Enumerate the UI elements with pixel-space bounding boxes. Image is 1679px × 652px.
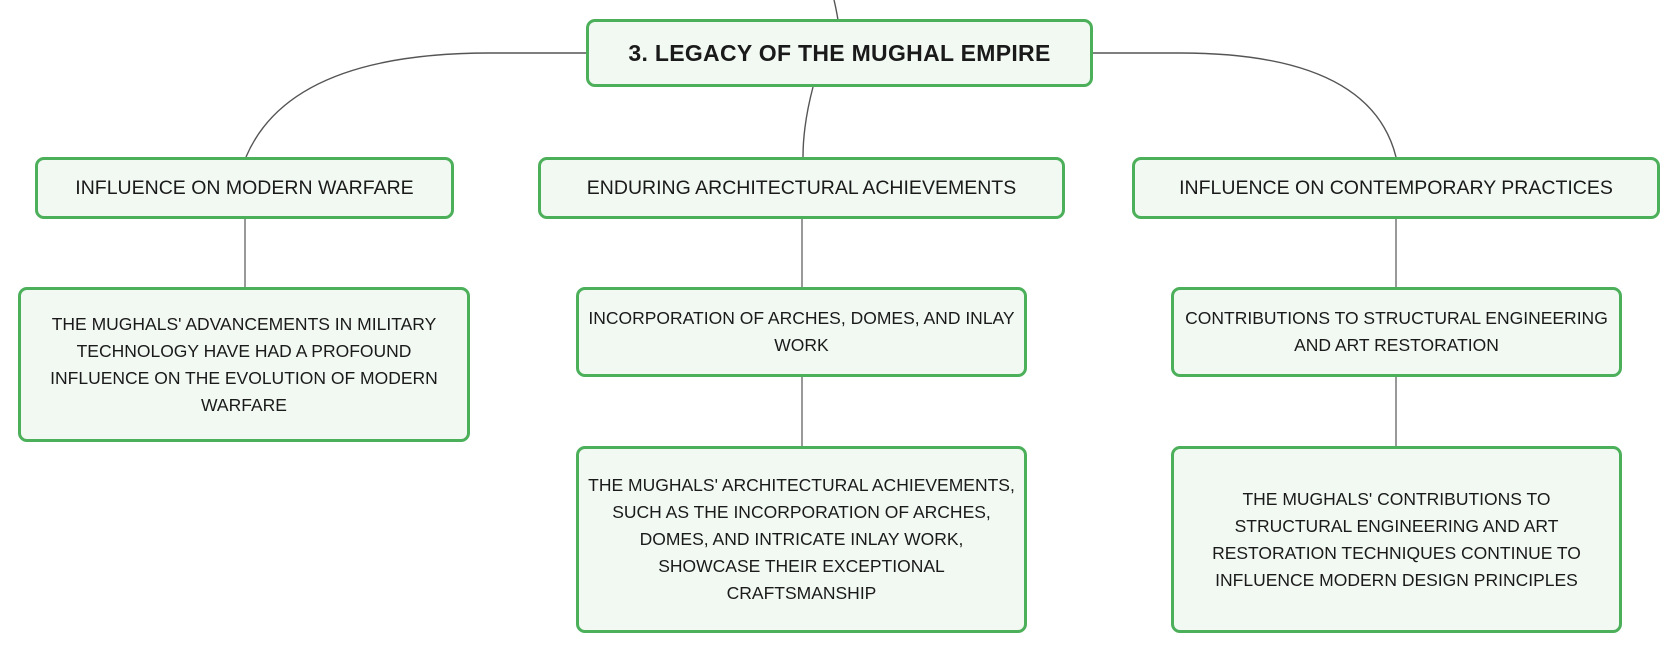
child-node-label: INCORPORATION OF ARCHES, DOMES, AND INLA… [588,308,1015,355]
leaf-node-label: THE MUGHALS' CONTRIBUTIONS TO STRUCTURAL… [1212,488,1581,590]
branch-node-modern-warfare[interactable]: INFLUENCE ON MODERN WARFARE [35,157,454,219]
branch-node-label: INFLUENCE ON CONTEMPORARY PRACTICES [1179,176,1613,199]
branch-node-contemporary-practices[interactable]: INFLUENCE ON CONTEMPORARY PRACTICES [1132,157,1660,219]
root-node-label: 3. LEGACY OF THE MUGHAL EMPIRE [628,39,1051,66]
connector-root-to-architecture [802,86,814,158]
root-node[interactable]: 3. LEGACY OF THE MUGHAL EMPIRE [586,19,1093,87]
leaf-node-modern-design-principles[interactable]: THE MUGHALS' CONTRIBUTIONS TO STRUCTURAL… [1171,446,1622,633]
leaf-node-military-technology[interactable]: THE MUGHALS' ADVANCEMENTS IN MILITARY TE… [18,287,470,442]
child-node-arches-domes-inlay[interactable]: INCORPORATION OF ARCHES, DOMES, AND INLA… [576,287,1027,377]
connector-root-up [833,0,839,21]
leaf-node-architectural-craftsmanship[interactable]: THE MUGHALS' ARCHITECTURAL ACHIEVEMENTS,… [576,446,1027,633]
child-node-label: CONTRIBUTIONS TO STRUCTURAL ENGINEERING … [1185,308,1608,355]
leaf-node-label: THE MUGHALS' ARCHITECTURAL ACHIEVEMENTS,… [588,475,1015,603]
branch-node-label: INFLUENCE ON MODERN WARFARE [75,176,414,199]
connector-root-to-contemporary [1092,52,1397,158]
child-node-structural-engineering[interactable]: CONTRIBUTIONS TO STRUCTURAL ENGINEERING … [1171,287,1622,377]
connector-root-to-warfare [245,52,588,158]
leaf-node-label: THE MUGHALS' ADVANCEMENTS IN MILITARY TE… [50,313,438,415]
branch-node-architectural-achievements[interactable]: ENDURING ARCHITECTURAL ACHIEVEMENTS [538,157,1065,219]
branch-node-label: ENDURING ARCHITECTURAL ACHIEVEMENTS [586,176,1017,199]
